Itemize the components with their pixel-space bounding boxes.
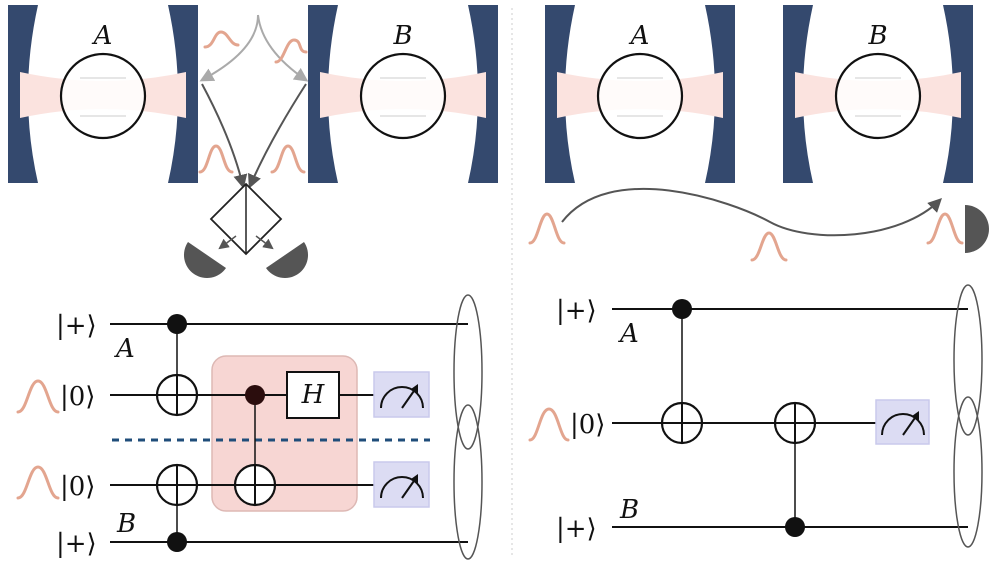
atom (59, 52, 147, 140)
ket-label: |+⟩ (556, 514, 597, 544)
ket-label: |+⟩ (56, 529, 97, 559)
hadamard-gate (286, 371, 340, 419)
cnot-target (233, 463, 277, 507)
ket-label: |+⟩ (56, 311, 97, 341)
photon-pulse-icon (274, 38, 308, 64)
detector-icon (266, 242, 309, 279)
photon-pulse-icon (528, 407, 570, 442)
photon-path (257, 14, 309, 82)
right-cavity-b: B (783, 5, 973, 183)
control-dot (785, 517, 805, 537)
cavity-label: B (867, 21, 887, 51)
meter-icon (875, 399, 930, 445)
left-cavity-b: B (308, 5, 498, 183)
detector-icon (183, 242, 226, 279)
control-dot (167, 532, 187, 552)
right-cavity-a: A (545, 5, 735, 183)
qubit-label: B (116, 509, 136, 539)
photon-pulse-icon (926, 212, 964, 245)
photon-pulse-icon (203, 30, 240, 49)
photon-path (199, 14, 259, 82)
qubit-label: A (618, 319, 639, 349)
ket-label: |0⟩ (570, 410, 605, 440)
control-dot (672, 299, 692, 319)
photon-path (561, 187, 942, 237)
control-dot (167, 314, 187, 334)
photon-pulse-icon (270, 144, 306, 174)
left-circuit: H |+⟩ A |0⟩ |0⟩ B |+⟩ (16, 294, 483, 560)
photon-pulse-icon (16, 465, 60, 500)
photon-path (201, 83, 248, 189)
photon-pulse-icon (198, 144, 234, 174)
cavity-label: A (629, 21, 650, 51)
cavity-label: A (92, 21, 113, 51)
meter-icon (373, 371, 430, 418)
meter-icon (373, 461, 430, 508)
entanglement-loop (953, 396, 983, 548)
cnot-target (155, 463, 199, 507)
beam-splitter-icon (209, 182, 283, 256)
entanglement-loop (453, 404, 483, 560)
photon-pulse-icon (528, 212, 566, 245)
cnot-target (773, 401, 817, 445)
ket-label: |+⟩ (556, 296, 597, 326)
ket-label: |0⟩ (60, 382, 95, 412)
right-circuit: |+⟩ A |0⟩ B |+⟩ (528, 284, 983, 548)
atom (834, 52, 922, 140)
ket-label: |0⟩ (60, 472, 95, 502)
control-dot (245, 385, 265, 405)
photon-pulse-icon (16, 379, 60, 414)
cavity-label: B (392, 21, 412, 51)
entanglement-loop (953, 284, 983, 436)
atom (359, 52, 447, 140)
qubit-label: B (619, 495, 639, 525)
cnot-target (660, 401, 704, 445)
detector-icon (965, 205, 989, 253)
entanglement-loop (453, 294, 483, 450)
photon-path (248, 83, 307, 189)
atom (596, 52, 684, 140)
cnot-target (155, 373, 199, 417)
hadamard-label: H (301, 380, 326, 410)
left-cavity-a: A (8, 5, 198, 183)
photon-pulse-icon (750, 231, 788, 262)
qubit-label: A (114, 334, 135, 364)
